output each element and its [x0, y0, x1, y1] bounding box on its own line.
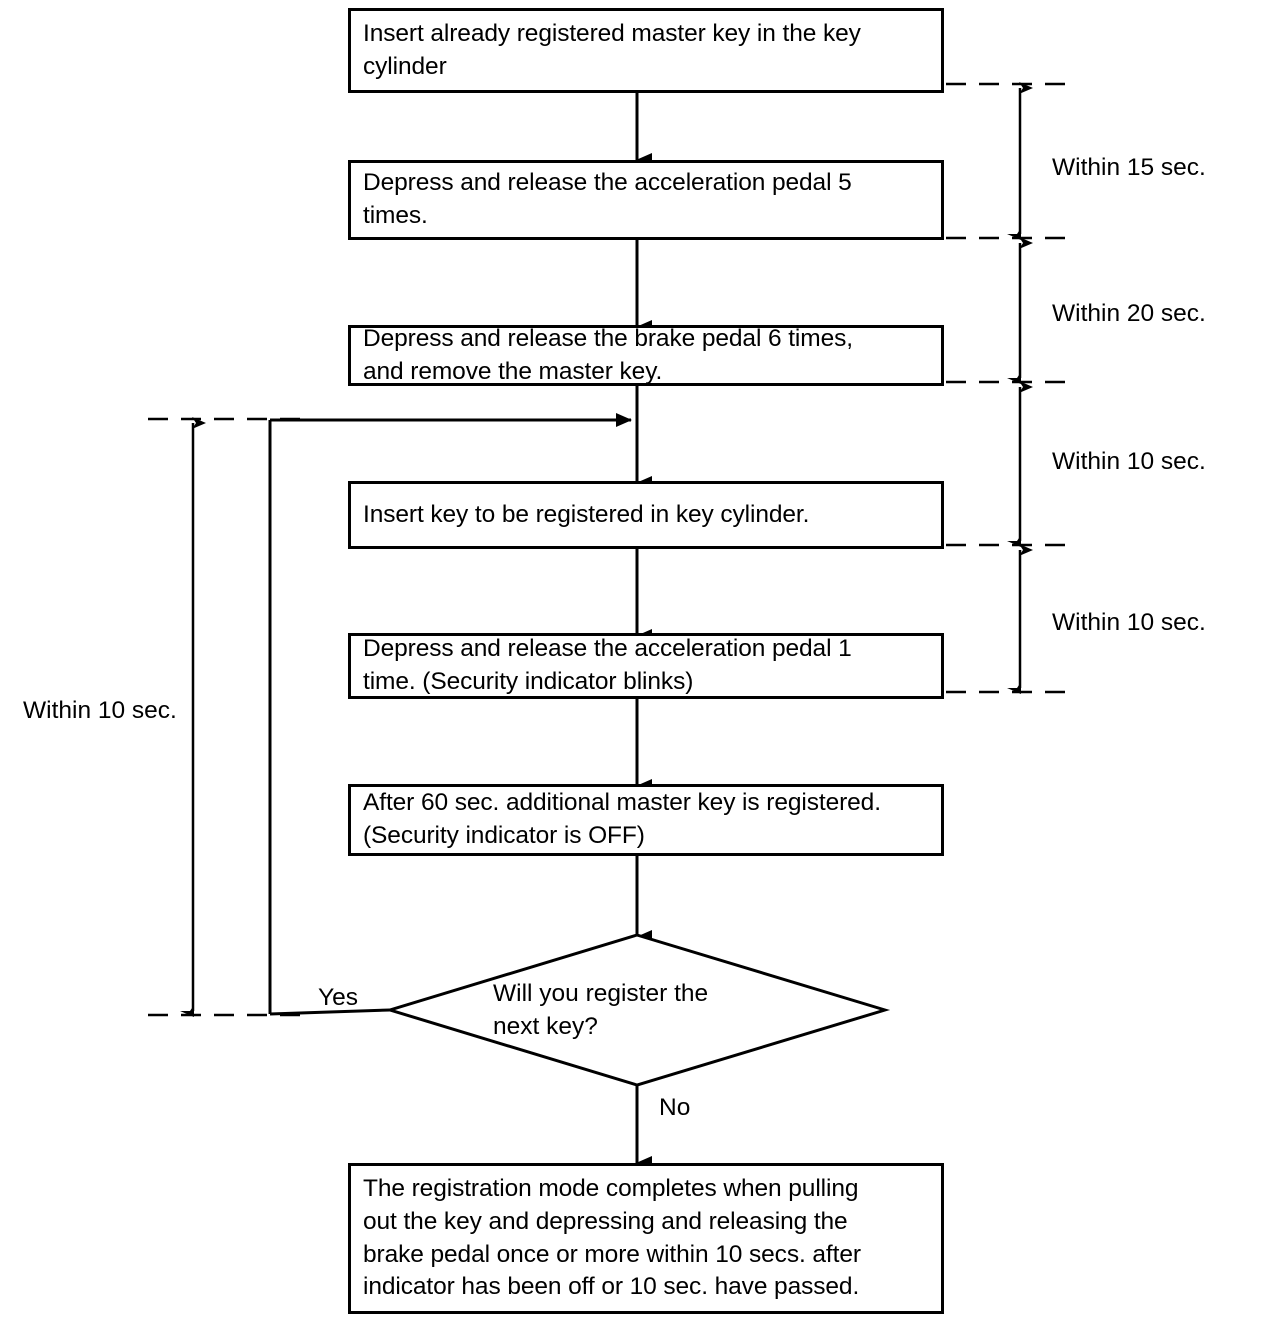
- process-box-step2-text: Depress and release the acceleration ped…: [363, 169, 852, 229]
- timing-label-within-10-sec-a: Within 10 sec.: [1052, 448, 1206, 475]
- process-box-step7-text: The registration mode completes when pul…: [363, 1175, 861, 1301]
- branch-label-no: No: [659, 1094, 691, 1121]
- process-box-step6-text: After 60 sec. additional master key is r…: [363, 789, 881, 849]
- timing-label-within-20-sec: Within 20 sec.: [1052, 300, 1206, 327]
- process-box-step3: Depress and release the brake pedal 6 ti…: [348, 325, 944, 386]
- timing-label-within-10-sec-left: Within 10 sec.: [23, 697, 177, 724]
- right-dashed-guides: [946, 82, 1072, 694]
- process-box-step7: The registration mode completes when pul…: [348, 1163, 944, 1314]
- process-box-step1-text: Insert already registered master key in …: [363, 19, 861, 80]
- process-box-step4-text: Insert key to be registered in key cylin…: [363, 500, 810, 528]
- process-box-step6: After 60 sec. additional master key is r…: [348, 784, 944, 856]
- process-box-step2: Depress and release the acceleration ped…: [348, 160, 944, 240]
- yes-loopback-path: [268, 413, 632, 1016]
- process-box-step5: Depress and release the acceleration ped…: [348, 633, 944, 699]
- timing-label-within-15-sec: Within 15 sec.: [1052, 154, 1206, 181]
- loopback-seg-left: [269, 1008, 391, 1016]
- left-dashed-guides: [148, 417, 300, 1017]
- process-box-step4: Insert key to be registered in key cylin…: [348, 481, 944, 549]
- process-box-step5-text: Depress and release the acceleration ped…: [363, 635, 852, 695]
- process-box-step3-text: Depress and release the brake pedal 6 ti…: [363, 324, 853, 385]
- decision-diamond: [384, 933, 891, 1087]
- branch-label-yes: Yes: [318, 984, 358, 1011]
- decision-diamond-text: Will you register the next key?: [493, 980, 709, 1040]
- timing-label-within-10-sec-b: Within 10 sec.: [1052, 609, 1206, 636]
- process-box-step1: Insert already registered master key in …: [348, 8, 944, 93]
